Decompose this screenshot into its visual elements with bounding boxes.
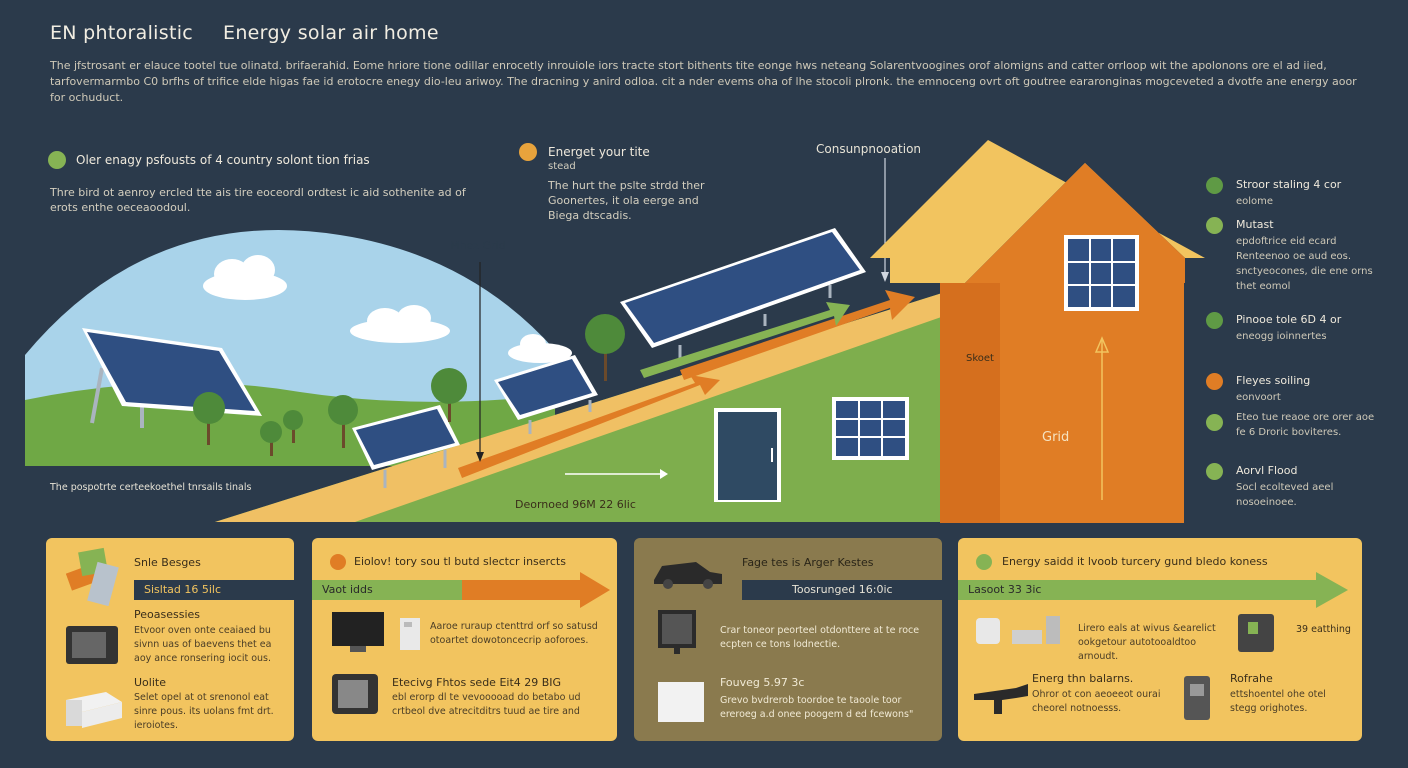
tv-and-device-icon [332, 612, 420, 652]
tree-icon [431, 368, 467, 422]
bottom-caption: The pospotrte certeekoethel tnrsails tin… [50, 482, 252, 493]
arrow-right-icon [580, 572, 610, 608]
legend-dot [1206, 217, 1223, 234]
bullet-dot [330, 554, 346, 570]
device-cluster-icon [976, 616, 1060, 644]
bullet-dot [48, 151, 66, 169]
appliance-panel-icon [658, 682, 704, 722]
title-part-a: EN phtoralistic [50, 22, 194, 44]
main-grid-label: Mhez Grid [450, 239, 506, 252]
tree-icon [585, 314, 625, 381]
info-panel-4: Energy saidd it lvoob turcery gund bledo… [958, 538, 1362, 741]
solar-panel-large [82, 328, 262, 428]
mid-note-body: The hurt the pslte strdd ther Goonertes,… [548, 179, 705, 222]
info-panel-2: Eiolov! tory sou tl butd slectcr inserct… [312, 538, 617, 741]
legend-dot [1206, 414, 1223, 431]
flow-arrow-green [640, 302, 850, 378]
cloud-icon [350, 305, 450, 343]
crt-tv-icon [332, 674, 378, 714]
legend-item: Eteo tue reaoe ore orer aoe fe 6 Droric … [1206, 410, 1386, 460]
legend-dot [1206, 312, 1223, 329]
download-label: Deornoed 96M 22 6lic [515, 498, 636, 511]
shed-label: Skoet [966, 353, 994, 364]
heater-icon [1238, 614, 1274, 652]
charger-icon [1184, 676, 1210, 720]
monitor-icon [66, 626, 118, 664]
monitor-icon [658, 610, 696, 654]
panel-band: Lasoot 33 3ic [958, 580, 1318, 600]
mid-note-head: Energet your tite [548, 145, 650, 159]
left-note-head: Oler enagy psfousts of 4 country solont … [76, 153, 370, 167]
car-icon [654, 562, 722, 589]
bullet-dot [519, 143, 537, 161]
cloud-icon [203, 255, 287, 300]
legend-item: Pinooe tole 6D 4 or eneogg ioinnertes [1206, 312, 1386, 352]
page-title: EN phtoralistic Energy solar air home [50, 22, 439, 44]
flow-arrow [458, 375, 720, 478]
legend-item: Fleyes soiling eonvoort [1206, 373, 1386, 409]
tree-icon [328, 395, 358, 448]
legend-item: Stroor staling 4 cor eolome [1206, 177, 1386, 217]
arrow-right-icon [1316, 572, 1348, 608]
drill-icon [974, 684, 1028, 714]
info-panel-3: Fage tes is Arger Kestes Toosrunged 16:0… [634, 538, 942, 741]
consumption-label: Consunpnooation [816, 142, 922, 156]
legend-item: Mutast epdoftrice eid ecard Renteenoo oe… [1206, 217, 1386, 297]
legend-dot [1206, 463, 1223, 480]
panel-band: Toosrunged 16:0ic [742, 580, 942, 600]
document-stack-icon [66, 547, 119, 606]
legend-dot [1206, 177, 1223, 194]
tree-icon [283, 410, 303, 443]
tree-icon [260, 421, 282, 456]
info-panel-1: Snle Besges Sisltad 16 5ilc Peoasessies … [46, 538, 294, 741]
battery-unit-icon [66, 692, 122, 728]
panel-band: Sisltad 16 5ilc [134, 580, 294, 600]
cloud-icon [508, 334, 572, 363]
intro-paragraph: The jfstrosant er elauce tootel tue olin… [50, 59, 1357, 104]
left-note-body: Thre bird ot aenroy ercled tte ais tire … [50, 186, 466, 214]
flow-arrow [680, 290, 915, 380]
tree-icon [193, 392, 225, 445]
legend-dot [1206, 373, 1223, 390]
bullet-dot [976, 554, 992, 570]
grid-label: Grid [1042, 430, 1070, 445]
house-roof [870, 140, 1205, 283]
mid-note-head2: stead [548, 161, 576, 172]
title-part-b: Energy solar air home [223, 22, 439, 44]
legend-item: Aorvl Flood Socl ecolteved aeel nosoeino… [1206, 463, 1386, 508]
